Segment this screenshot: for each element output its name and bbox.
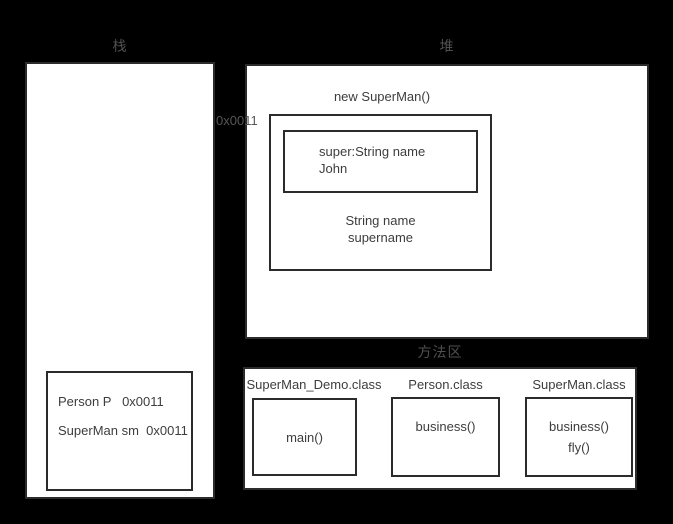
stack-var-superman: SuperMan sm 0x0011	[58, 423, 188, 438]
method-business-person: business()	[415, 419, 476, 434]
class-name-person: Person.class	[408, 377, 483, 392]
method-business-superman: business()	[549, 419, 609, 434]
heap-object-title: new SuperMan()	[333, 89, 431, 104]
stack-var-person: Person P 0x0011	[58, 394, 164, 409]
heap-region-label: 堆	[439, 38, 455, 54]
stack-panel: Person P 0x0011 SuperMan sm 0x0011	[25, 62, 215, 499]
class-box-superman: business() fly()	[525, 397, 633, 477]
heap-object-fields: String name supername	[269, 212, 492, 246]
class-name-superman-demo: SuperMan_Demo.class	[246, 377, 382, 392]
method-main: main()	[286, 429, 323, 445]
heap-super-box: super:String name John	[283, 130, 478, 193]
class-box-superman-demo: main()	[252, 398, 357, 476]
object-field-value: supername	[347, 230, 414, 245]
class-box-person: business()	[391, 397, 500, 477]
stack-region-label: 栈	[112, 38, 128, 54]
heap-address-label: 0x0011	[216, 113, 258, 128]
class-name-superman: SuperMan.class	[532, 377, 626, 392]
object-field-declaration: String name	[345, 213, 416, 228]
method-area-region-label: 方法区	[417, 344, 463, 360]
stack-frame-box: Person P 0x0011 SuperMan sm 0x0011	[46, 371, 193, 491]
super-field-declaration: super:String name	[319, 144, 426, 159]
super-field-value: John	[319, 161, 348, 176]
method-fly: fly()	[568, 440, 590, 455]
